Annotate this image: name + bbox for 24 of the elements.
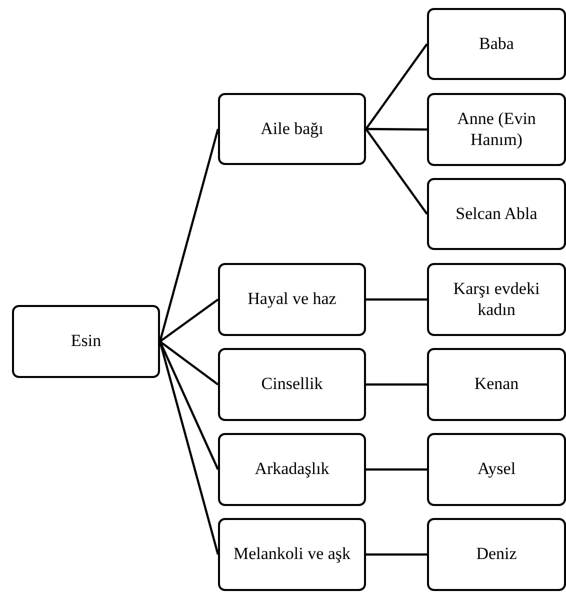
connector-line xyxy=(159,341,219,470)
connector-line xyxy=(366,383,427,386)
connector-line xyxy=(366,468,427,471)
text-box: Hayal ve haz xyxy=(218,263,366,336)
connector-line xyxy=(159,298,219,342)
text-box: Anne (Evin Hanım) xyxy=(427,93,566,166)
connector-line xyxy=(366,298,427,301)
connector-line xyxy=(366,553,427,556)
connector-line xyxy=(159,340,219,386)
text-box: Aile bağı xyxy=(218,93,366,165)
text-box: Cinsellik xyxy=(218,348,366,421)
text-box: Karşı evdeki kadın xyxy=(427,263,566,336)
text-box: Selcan Abla xyxy=(427,178,566,250)
connector-line xyxy=(365,128,428,215)
connector-line xyxy=(365,43,428,130)
text-box: Esin xyxy=(12,305,160,378)
text-box: Baba xyxy=(427,8,566,80)
text-box: Aysel xyxy=(427,433,566,506)
text-box: Kenan xyxy=(427,348,566,421)
connector-line xyxy=(366,128,427,131)
text-box: Deniz xyxy=(427,518,566,591)
connector-line xyxy=(158,128,220,342)
text-box: Melankoli ve aşk xyxy=(218,518,366,591)
text-box: Arkadaşlık xyxy=(218,433,366,506)
